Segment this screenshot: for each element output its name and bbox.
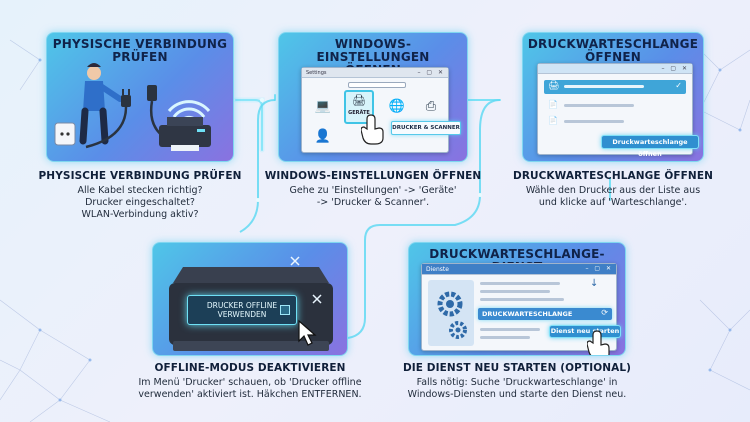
document-icon: 📄 [548, 100, 558, 109]
step-caption-print-queue: DRUCKWARTESCHLANGE ÖFFNEN Wähle den Druc… [513, 170, 713, 208]
search-input[interactable] [348, 82, 406, 88]
person-icon [79, 63, 123, 145]
step-card-print-spooler-service: DRUCKWARTESCHLANGE-DIENST Dienste– ▢ ✕ ↓… [408, 242, 626, 356]
print-icon[interactable]: ⎙ [425, 99, 437, 114]
step-caption-windows-settings: WINDOWS-EINSTELLUNGEN ÖFFNEN Gehe zu 'Ei… [264, 170, 482, 208]
step-caption-print-spooler-service: DIE DIENST NEU STARTEN (OPTIONAL) Falls … [402, 362, 632, 400]
down-arrow-icon: ↓ [590, 278, 599, 289]
printer-icon: 🖨 [352, 94, 366, 107]
step-card-windows-settings: WINDOWS-EINSTELLUNGEN ÖFFNEN Settings– ▢… [278, 32, 468, 162]
gears-icon [428, 280, 474, 346]
step-card-offline-mode: DRUCKER OFFLINE VERWENDEN [152, 242, 348, 356]
window-controls[interactable]: – ▢ ✕ [585, 265, 613, 272]
list-item[interactable]: 📄 [544, 100, 686, 112]
step-caption-physical-connection: PHYSISCHE VERBINDUNG PRÜFEN Alle Kabel s… [38, 170, 242, 220]
hand-cursor-icon [587, 330, 610, 355]
document-icon: 📄 [548, 116, 558, 125]
checkmark-icon: ✓ [675, 81, 682, 90]
refresh-icon: ⟳ [601, 308, 608, 317]
plug-icon [85, 89, 131, 149]
checkbox[interactable] [280, 305, 290, 315]
person-plugging-cable-illustration [54, 63, 211, 151]
window-title: Dienste [426, 266, 449, 273]
window-controls[interactable]: – ▢ ✕ [417, 69, 445, 76]
printers-scanners-tooltip[interactable]: DRUCKER & SCANNER [391, 121, 461, 135]
hand-cursor-icon [361, 114, 384, 145]
mouse-cursor-icon [298, 319, 317, 346]
service-row-print-spooler[interactable]: DRUCKWARTESCHLANGE ⟳ [478, 308, 612, 320]
window-controls[interactable]: – ▢ ✕ [661, 65, 689, 72]
laptop-icon[interactable]: 💻 [314, 99, 332, 114]
card-title: PHYSISCHE VERBINDUNG PRÜFEN [52, 37, 228, 64]
step-caption-offline-mode: OFFLINE-MODUS DEAKTIVIEREN Im Menü 'Druc… [138, 362, 362, 400]
user-icon[interactable]: 👤 [314, 129, 332, 144]
printer-icon [159, 117, 211, 151]
services-window: Dienste – ▢ ✕ ↓ DRUCKWARTESCHLANGE ⟳ [421, 263, 617, 351]
globe-icon[interactable]: 🌐 [388, 99, 406, 114]
wall-socket-icon [54, 122, 76, 146]
printer-screen-offline-option[interactable]: DRUCKER OFFLINE VERWENDEN [187, 295, 297, 325]
usb-plug-icon [147, 85, 157, 101]
list-item[interactable]: 📄 [544, 116, 686, 128]
window-title: Settings [306, 70, 327, 76]
open-print-queue-button[interactable]: Druckwarteschlange öffnen [601, 135, 699, 158]
printer-icon: 🖨 [548, 81, 560, 91]
restart-service-button[interactable]: Dienst neu starten [549, 325, 621, 338]
step-card-physical-connection: PHYSISCHE VERBINDUNG PRÜFEN [46, 32, 234, 162]
list-item-selected[interactable]: 🖨 ✓ [544, 80, 686, 94]
step-card-print-queue: DRUCKWARTESCHLANGE ÖFFNEN – ▢ ✕ 🖨 ✓ 📄 📄 … [522, 32, 704, 162]
card-title: DRUCKWARTESCHLANGE ÖFFNEN [527, 37, 699, 64]
